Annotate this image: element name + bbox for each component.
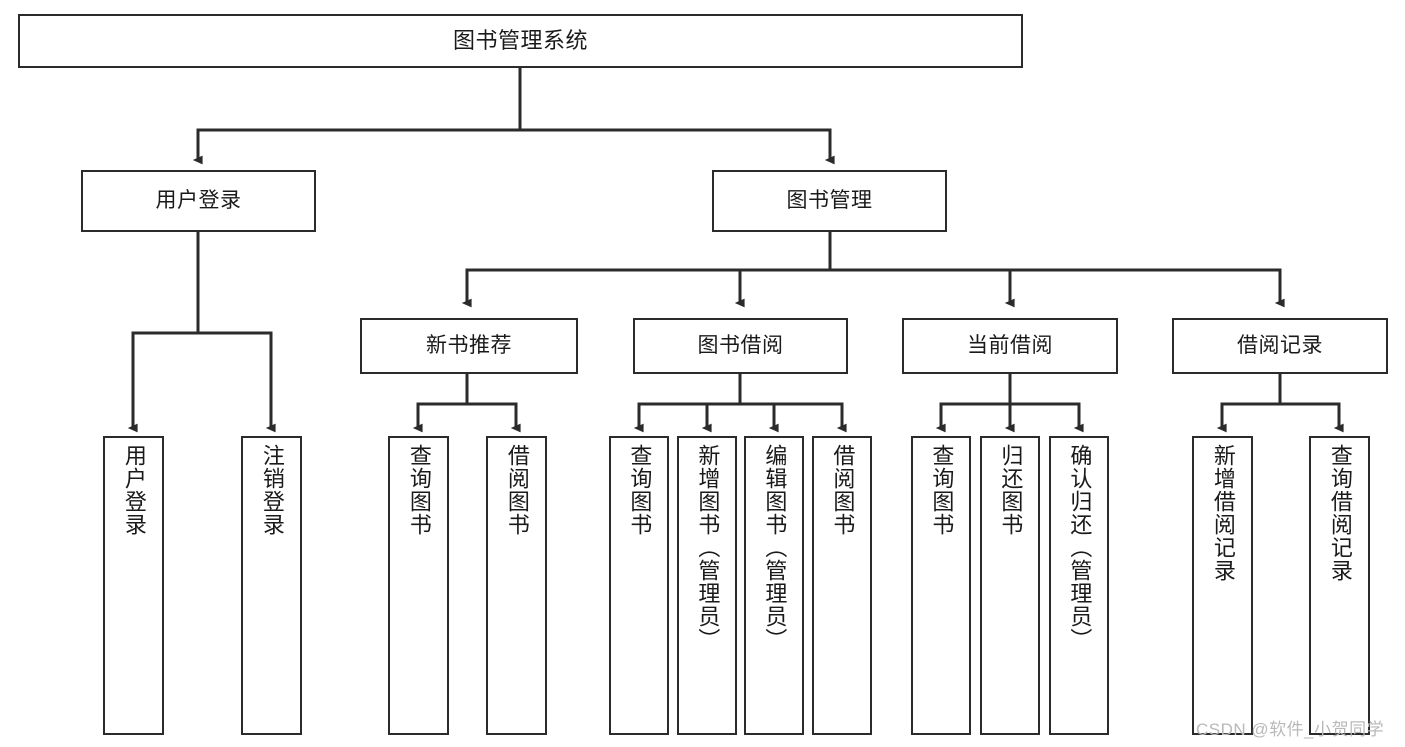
node-label: 图书管理 (786, 189, 873, 213)
node-label: 查询图书 (929, 444, 955, 536)
node-book-borrow[interactable]: 图书借阅 (633, 318, 848, 374)
node-label: 确认归还（管理员） (1067, 444, 1093, 651)
node-label: 新书推荐 (426, 334, 512, 358)
node-user-login[interactable]: 用户登录 (81, 170, 316, 232)
leaf-query-book-recommend[interactable]: 查询图书 (388, 436, 449, 735)
node-label: 新增借阅记录 (1210, 444, 1236, 582)
node-label: 用户登录 (121, 444, 147, 536)
leaf-query-book-current[interactable]: 查询图书 (911, 436, 971, 735)
csdn-watermark: CSDN @软件_小贺同学 (1196, 720, 1385, 739)
leaf-return-book[interactable]: 归还图书 (980, 436, 1040, 735)
leaf-borrow-book-recommend[interactable]: 借阅图书 (486, 436, 547, 735)
node-label: 图书管理系统 (452, 27, 588, 53)
node-label: 查询借阅记录 (1327, 444, 1353, 582)
node-label: 借阅图书 (504, 444, 530, 536)
node-label: 编辑图书（管理员） (762, 444, 788, 651)
node-book-management-system[interactable]: 图书管理系统 (18, 14, 1023, 68)
node-book-management[interactable]: 图书管理 (712, 170, 947, 232)
leaf-add-book-admin[interactable]: 新增图书（管理员） (677, 436, 737, 735)
leaf-borrow-book[interactable]: 借阅图书 (812, 436, 872, 735)
node-label: 归还图书 (998, 444, 1024, 536)
leaf-confirm-return-admin[interactable]: 确认归还（管理员） (1049, 436, 1109, 735)
node-borrow-record[interactable]: 借阅记录 (1172, 318, 1388, 374)
node-label: 用户登录 (155, 189, 242, 213)
leaf-query-book-borrow[interactable]: 查询图书 (609, 436, 669, 735)
leaf-add-borrow-record[interactable]: 新增借阅记录 (1192, 436, 1253, 735)
node-label: 查询图书 (627, 444, 653, 536)
node-label: 注销登录 (259, 444, 285, 536)
node-label: 新增图书（管理员） (695, 444, 721, 651)
leaf-query-borrow-record[interactable]: 查询借阅记录 (1309, 436, 1370, 735)
node-label: 图书借阅 (697, 334, 784, 358)
node-label: 借阅记录 (1237, 334, 1323, 358)
node-current-borrow[interactable]: 当前借阅 (902, 318, 1118, 374)
leaf-user-login[interactable]: 用户登录 (103, 436, 164, 735)
node-label: 查询图书 (406, 444, 432, 536)
leaf-logout-login[interactable]: 注销登录 (241, 436, 302, 735)
leaf-edit-book-admin[interactable]: 编辑图书（管理员） (744, 436, 804, 735)
node-label: 借阅图书 (830, 444, 856, 536)
node-label: 当前借阅 (967, 334, 1053, 358)
node-new-book-recommend[interactable]: 新书推荐 (360, 318, 578, 374)
